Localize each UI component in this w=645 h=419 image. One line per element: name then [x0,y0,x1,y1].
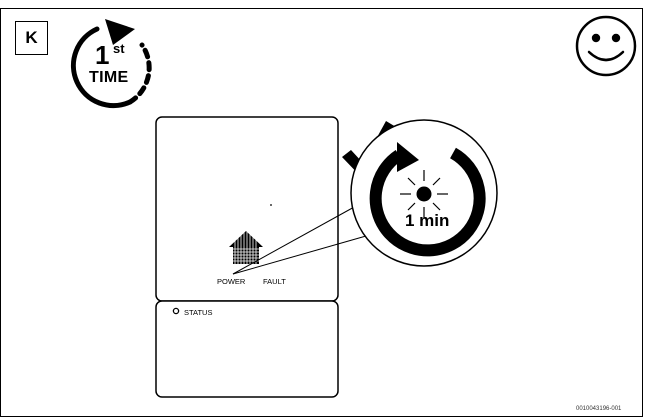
callout-lines [232,205,374,275]
smiley-icon [575,15,637,77]
timer-label: 1 min [405,211,450,230]
step-letter-box: K [15,21,48,55]
fault-label: FAULT [263,277,286,286]
first-time-number: 1 [95,40,110,70]
magnifier-callout [350,119,498,267]
first-time-suffix: st [113,41,125,56]
device-lower-panel [155,300,339,398]
sun-led-icon [400,170,448,218]
first-time-arrow-icon [70,19,152,109]
diagram-art [70,15,637,398]
circular-arrow-icon [369,142,486,257]
first-time-label: TIME [89,69,129,86]
status-label: STATUS [184,308,213,317]
status-led-icon [172,307,180,315]
figure-code: 0010043196-001 [576,406,622,412]
power-label: POWER [217,277,246,286]
instruction-frame: K 1 st TIME POWER FAULT STATUS 1 min 001… [0,8,643,417]
device-upper-panel [155,116,339,302]
